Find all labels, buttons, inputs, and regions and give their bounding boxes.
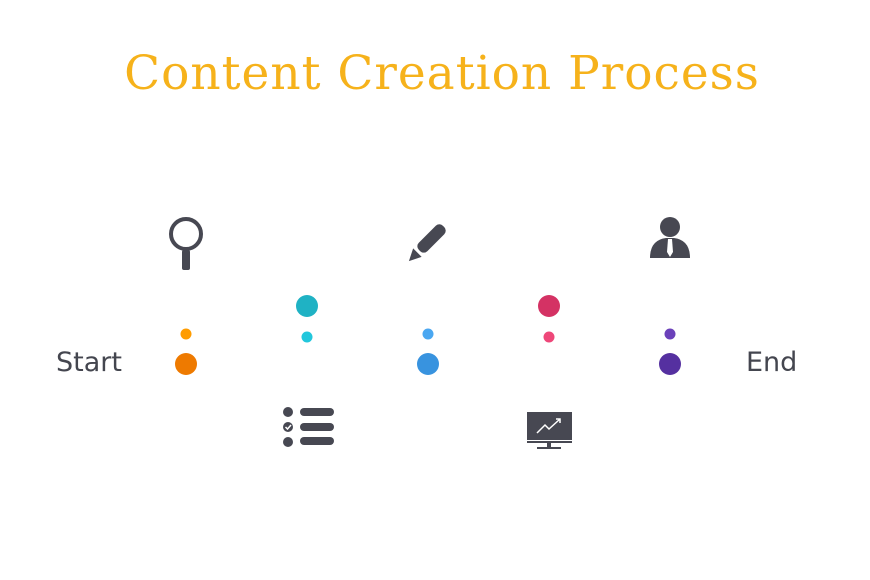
monitor-chart-icon — [527, 412, 572, 449]
step-3-small-dot — [422, 328, 434, 340]
step-4-small-dot — [543, 331, 555, 343]
step-2-large-dot — [296, 295, 318, 317]
businessman-icon — [650, 217, 690, 258]
step-3-large-dot — [417, 353, 439, 375]
checklist-icon — [283, 407, 334, 447]
magnifier-icon — [169, 217, 203, 270]
step-4-large-dot — [538, 295, 560, 317]
step-5-small-dot — [664, 328, 676, 340]
step-2-small-dot — [301, 331, 313, 343]
step-5-large-dot — [659, 353, 681, 375]
start-label: Start — [56, 347, 122, 378]
pencil-icon — [408, 224, 446, 262]
step-1-large-dot — [175, 353, 197, 375]
end-label: End — [746, 347, 798, 378]
page-title: Content Creation Process — [124, 46, 760, 101]
step-1-small-dot — [180, 328, 192, 340]
